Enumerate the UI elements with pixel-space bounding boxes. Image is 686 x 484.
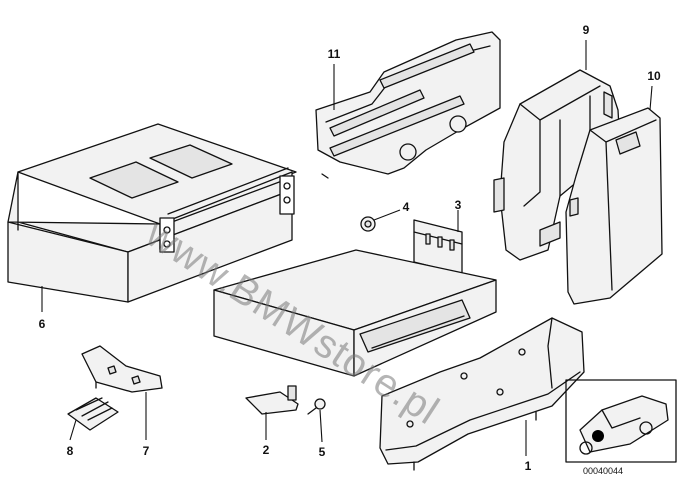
location-marker xyxy=(592,430,604,442)
part-7-bracket xyxy=(81,345,163,393)
callout-9: 9 xyxy=(582,23,590,37)
callout-5: 5 xyxy=(318,445,326,459)
callout-8: 8 xyxy=(66,444,74,458)
leader-lines xyxy=(41,40,653,456)
part-4-grommet xyxy=(360,216,376,232)
callout-11: 11 xyxy=(327,47,341,61)
callout-7: 7 xyxy=(142,444,150,458)
control-unit xyxy=(213,249,497,377)
part-10-cover xyxy=(565,107,663,305)
part-1-cover-plate xyxy=(379,317,585,471)
part-5-screw xyxy=(307,398,326,415)
diagram-code: 00040044 xyxy=(583,466,624,476)
callout-6: 6 xyxy=(38,317,46,331)
callout-3: 3 xyxy=(454,198,462,212)
part-11-cover-plate xyxy=(315,31,501,179)
part-3-mounting-rail xyxy=(413,219,463,275)
locator-inset xyxy=(565,379,677,463)
callout-4: 4 xyxy=(402,200,410,214)
part-8-clip xyxy=(67,397,119,431)
part-6-carrier-box xyxy=(7,123,297,303)
part-2-bracket xyxy=(245,385,299,415)
callout-1: 1 xyxy=(524,459,532,473)
part-9-housing xyxy=(493,69,621,261)
callout-2: 2 xyxy=(262,443,270,457)
callout-10: 10 xyxy=(647,69,661,83)
